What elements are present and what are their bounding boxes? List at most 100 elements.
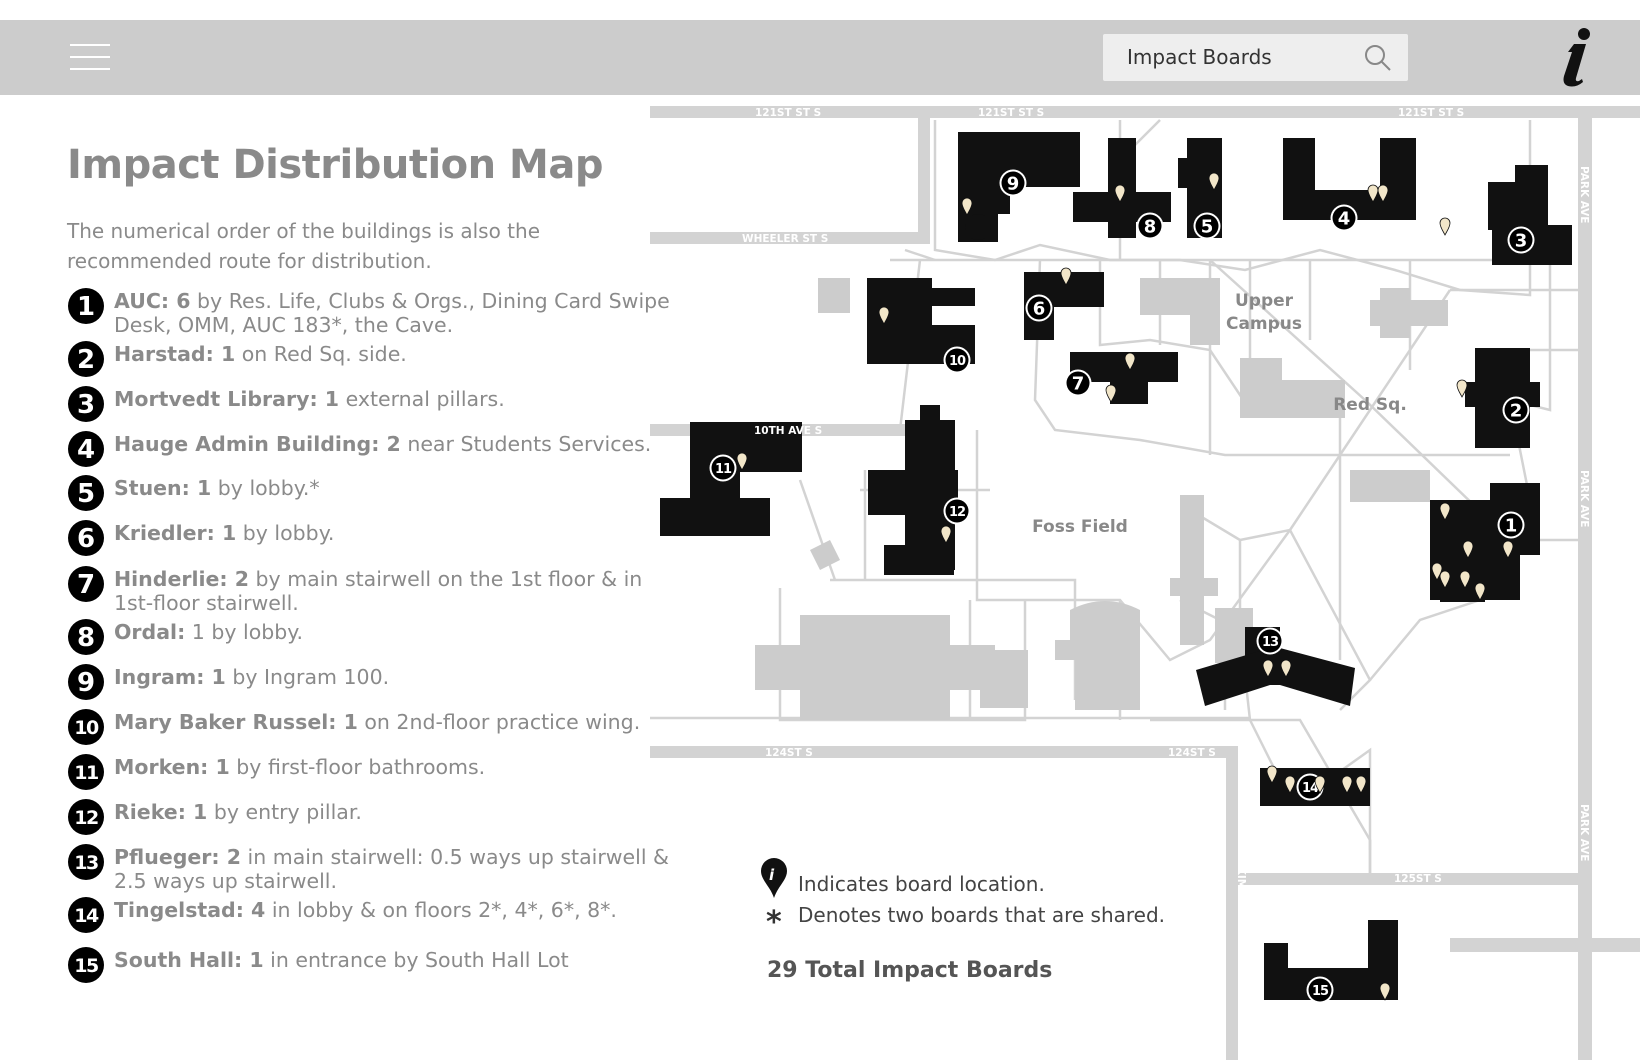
- building-detail: on Red Sq. side.: [235, 342, 407, 366]
- map-building-number-text: 2: [1510, 401, 1523, 422]
- building-number: 1: [77, 292, 95, 322]
- board-pin-icon: [1379, 982, 1391, 1001]
- building-description: Mortvedt Library: 1 external pillars.: [114, 387, 674, 411]
- building-number: 9: [77, 668, 95, 698]
- street-label: PARK AVE: [1578, 804, 1590, 861]
- building-number: 4: [77, 435, 95, 465]
- map-building-number: 3: [1507, 226, 1535, 254]
- map-building-number-disc: [1332, 206, 1356, 230]
- building-description: Mary Baker Russel: 1 on 2nd-floor practi…: [114, 710, 674, 734]
- board-pin-icon: [1314, 775, 1326, 794]
- building-number-badge: 7: [68, 566, 104, 602]
- street-label: PARK AVE: [1578, 470, 1590, 527]
- building-detail: in entrance by South Hall Lot: [263, 948, 569, 972]
- building-name: AUC: 6: [114, 289, 191, 313]
- building-description: Ordal: 1 by lobby.: [114, 620, 674, 644]
- board-pin-icon: [1462, 540, 1474, 559]
- board-pin-icon: [940, 525, 952, 544]
- board-pin-icon: [1439, 217, 1451, 236]
- search-input[interactable]: Impact Boards: [1127, 45, 1272, 69]
- board-pin-icon: [1439, 570, 1451, 589]
- board-pin-icon: [1367, 184, 1379, 203]
- page-title: Impact Distribution Map: [67, 142, 603, 188]
- building-detail: by lobby.: [236, 521, 335, 545]
- hamburger-menu-icon[interactable]: [70, 44, 110, 70]
- map-building-number-disc: [945, 348, 969, 372]
- board-pin-icon: [1105, 384, 1117, 403]
- street-label: 124ST S: [765, 747, 813, 759]
- building-detail: external pillars.: [339, 387, 505, 411]
- other-buildings: [755, 278, 1448, 720]
- map-building-number-text: 15: [1312, 984, 1329, 999]
- building-number: 15: [74, 955, 98, 977]
- board-pin-icon: [1114, 184, 1126, 203]
- building-detail: 1 by lobby.: [185, 620, 304, 644]
- map-building-number: 12: [943, 497, 971, 525]
- building-number: 8: [77, 623, 95, 653]
- map-building-number-disc: [1138, 214, 1162, 238]
- building-description: AUC: 6 by Res. Life, Clubs & Orgs., Dini…: [114, 289, 674, 337]
- building-detail: by main stairwell on the 1st floor & in …: [114, 567, 643, 615]
- map-building-number-text: 9: [1007, 174, 1020, 195]
- building-number: 11: [74, 762, 98, 784]
- board-pin-icon: [1208, 172, 1220, 191]
- building-name: Kriedler: 1: [114, 521, 237, 545]
- board-pin-icon: [1474, 582, 1486, 601]
- building-number-badge: 4: [68, 431, 104, 467]
- map-building-number-text: 13: [1262, 635, 1279, 650]
- board-pins: [736, 172, 1514, 1001]
- building-number-badge: 2: [68, 341, 104, 377]
- map-building-number-disc: [1509, 228, 1533, 252]
- map-building-number: 4: [1330, 204, 1358, 232]
- search-icon[interactable]: [1364, 44, 1392, 72]
- building-number: 12: [74, 807, 98, 829]
- area-label-upper: Upper: [1235, 291, 1294, 311]
- building-number-badge: 9: [68, 664, 104, 700]
- map-building-number-disc: [1258, 629, 1282, 653]
- map-building-number: 8: [1136, 212, 1164, 240]
- building-name: Harstad: 1: [114, 342, 236, 366]
- map-building-number-disc: [1027, 296, 1051, 320]
- board-pin-icon: [961, 197, 973, 216]
- map-building-number: 10: [943, 346, 971, 374]
- map-building-number-disc: [1195, 214, 1219, 238]
- board-pin-icon: [1355, 775, 1367, 794]
- board-pin-icon: [1459, 570, 1471, 589]
- building-number-badge: 6: [68, 520, 104, 556]
- building-number-badge: 10: [68, 709, 104, 745]
- search-field[interactable]: Impact Boards: [1103, 34, 1408, 81]
- map-building-number-disc: [1308, 978, 1332, 1002]
- building-number-badge: 8: [68, 619, 104, 655]
- map-building-number-text: 7: [1072, 374, 1085, 395]
- street-label: 121ST ST S: [755, 107, 821, 119]
- board-pin-icon: [878, 306, 890, 325]
- street-label: 121ST ST S: [1398, 107, 1464, 119]
- board-pin-icon: [1262, 659, 1274, 678]
- board-pin-icon: [736, 452, 748, 471]
- building-detail: by Res. Life, Clubs & Orgs., Dining Card…: [114, 289, 670, 337]
- building-name: Rieke: 1: [114, 800, 208, 824]
- building-number-badge: 11: [68, 754, 104, 790]
- building-description: Hinderlie: 2 by main stairwell on the 1s…: [114, 567, 674, 615]
- area-label-foss-field: Foss Field: [1032, 517, 1128, 537]
- map-building-number: 7: [1064, 369, 1092, 397]
- building-name: Ordal:: [114, 620, 186, 644]
- board-pin-icon: [1284, 775, 1296, 794]
- building-name: South Hall: 1: [114, 948, 264, 972]
- map-building-number-text: 5: [1201, 217, 1214, 238]
- map-building-number-text: 3: [1515, 231, 1528, 252]
- map-building-number-text: 10: [949, 354, 966, 369]
- page-subtitle: The numerical order of the buildings is …: [67, 219, 541, 273]
- map-legend: i Indicates board location. * Denotes tw…: [761, 858, 1165, 983]
- map-building-number-disc: [1504, 398, 1528, 422]
- building-name: Pflueger: 2: [114, 845, 242, 869]
- building-detail: in lobby & on floors 2*, 4*, 6*, 8*.: [265, 898, 617, 922]
- map-building-number: 15: [1306, 976, 1334, 1004]
- building-number: 2: [77, 345, 95, 375]
- board-pin-icon: [1280, 659, 1292, 678]
- map-building-number-text: 1: [1505, 516, 1518, 537]
- building-number: 5: [77, 479, 95, 509]
- board-pin-icon: [1266, 765, 1278, 784]
- impact-i-logo-icon[interactable]: [1548, 26, 1598, 88]
